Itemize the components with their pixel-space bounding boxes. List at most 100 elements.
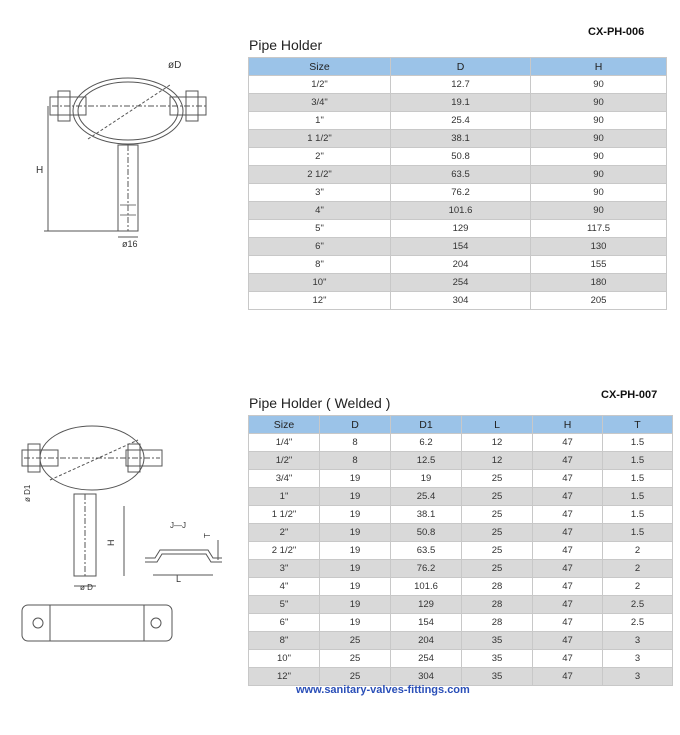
table-cell: 19 — [319, 523, 391, 542]
table-cell: 2.5 — [602, 595, 673, 614]
product-code-1: CX-PH-006 — [588, 26, 645, 38]
table-cell: 47 — [532, 433, 603, 452]
product-code-2: CX-PH-007 — [601, 389, 658, 401]
column-header: H — [530, 57, 667, 76]
table-cell: 3" — [248, 559, 320, 578]
table-cell: 2.5 — [602, 613, 673, 632]
table-cell: 8 — [319, 433, 391, 452]
column-header: D — [319, 415, 391, 434]
column-header: L — [461, 415, 533, 434]
table-cell: 1.5 — [602, 451, 673, 470]
column-header: H — [532, 415, 603, 434]
table-cell: 25 — [461, 559, 533, 578]
table-cell: 47 — [532, 469, 603, 488]
table-cell: 180 — [530, 273, 667, 292]
table-cell: 47 — [532, 667, 603, 686]
table-cell: 90 — [530, 165, 667, 184]
table-cell: 19 — [390, 469, 462, 488]
table-cell: 1.5 — [602, 469, 673, 488]
table-cell: 3 — [602, 649, 673, 668]
table-cell: 35 — [461, 631, 533, 650]
table-cell: 47 — [532, 487, 603, 506]
table-cell: 254 — [390, 273, 531, 292]
welded-holder-drawing: ø D1 H ø D J—J T L — [21, 425, 222, 642]
table-cell: 1.5 — [602, 487, 673, 506]
table-cell: 2 — [602, 577, 673, 596]
column-header: Size — [248, 415, 320, 434]
table-cell: 1.5 — [602, 433, 673, 452]
table-cell: 19 — [319, 559, 391, 578]
table-cell: 35 — [461, 667, 533, 686]
table-cell: 8" — [248, 631, 320, 650]
table-cell: 1" — [248, 487, 320, 506]
table-cell: 1 1/2" — [248, 505, 320, 524]
column-header: T — [602, 415, 673, 434]
table-cell: 8 — [319, 451, 391, 470]
table-cell: 12" — [248, 667, 320, 686]
table-cell: 205 — [530, 291, 667, 310]
table-cell: 47 — [532, 451, 603, 470]
table-cell: 5" — [248, 219, 391, 238]
table-cell: 28 — [461, 577, 533, 596]
table-cell: 47 — [532, 559, 603, 578]
table-cell: 25 — [461, 487, 533, 506]
column-header: D1 — [390, 415, 462, 434]
table-cell: 101.6 — [390, 201, 531, 220]
column-header: D — [390, 57, 531, 76]
length-label: L — [176, 574, 181, 584]
website-link[interactable]: www.sanitary-valves-fittings.com — [296, 684, 470, 696]
table-cell: 101.6 — [390, 577, 462, 596]
table-cell: 25 — [461, 505, 533, 524]
table-cell: 4" — [248, 577, 320, 596]
table-cell: 6.2 — [390, 433, 462, 452]
table-cell: 129 — [390, 219, 531, 238]
table-cell: 76.2 — [390, 183, 531, 202]
table-cell: 204 — [390, 631, 462, 650]
table-cell: 10" — [248, 649, 320, 668]
table-cell: 12 — [461, 451, 533, 470]
section-label: J—J — [170, 521, 186, 530]
table-cell: 3 — [602, 631, 673, 650]
base-label-1: ø16 — [122, 239, 138, 249]
table-cell: 47 — [532, 541, 603, 560]
table-cell: 47 — [532, 631, 603, 650]
table-cell: 304 — [390, 291, 531, 310]
table-cell: 90 — [530, 75, 667, 94]
table-cell: 12.7 — [390, 75, 531, 94]
table-cell: 19 — [319, 577, 391, 596]
table-cell: 155 — [530, 255, 667, 274]
table-cell: 90 — [530, 93, 667, 112]
table-cell: 19 — [319, 613, 391, 632]
table-cell: 50.8 — [390, 147, 531, 166]
table-cell: 50.8 — [390, 523, 462, 542]
base-label-2: ø D — [80, 583, 93, 592]
table-cell: 129 — [390, 595, 462, 614]
table-cell: 90 — [530, 147, 667, 166]
table-cell: 3/4" — [248, 469, 320, 488]
table-cell: 19 — [319, 541, 391, 560]
table-cell: 38.1 — [390, 129, 531, 148]
table-cell: 25 — [319, 667, 391, 686]
table-cell: 1/2" — [248, 75, 391, 94]
table-cell: 19.1 — [390, 93, 531, 112]
table-cell: 6" — [248, 237, 391, 256]
height-label-1: H — [36, 165, 43, 176]
table-cell: 90 — [530, 111, 667, 130]
table-cell: 47 — [532, 613, 603, 632]
